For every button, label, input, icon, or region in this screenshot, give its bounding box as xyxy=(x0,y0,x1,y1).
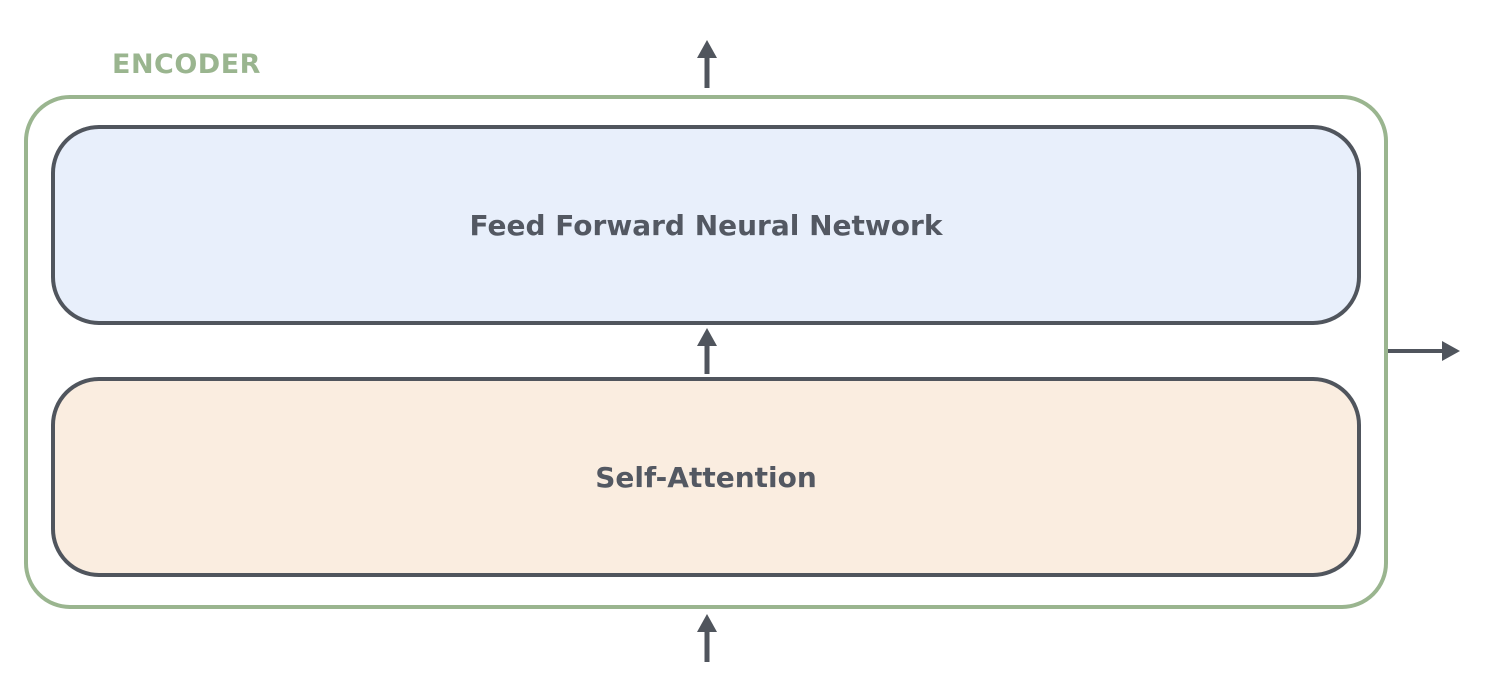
input-up-arrow xyxy=(697,614,717,662)
right-arrow xyxy=(1388,341,1460,361)
feed-forward-layer: Feed Forward Neural Network xyxy=(51,125,1361,325)
self-attention-label: Self-Attention xyxy=(595,460,817,494)
self-attention-layer: Self-Attention xyxy=(51,377,1361,577)
encoder-title: ENCODER xyxy=(112,49,261,80)
encoder-block xyxy=(24,95,1388,609)
feed-forward-label: Feed Forward Neural Network xyxy=(469,208,943,242)
internal-up-arrow xyxy=(697,328,717,374)
output-up-arrow xyxy=(697,40,717,88)
